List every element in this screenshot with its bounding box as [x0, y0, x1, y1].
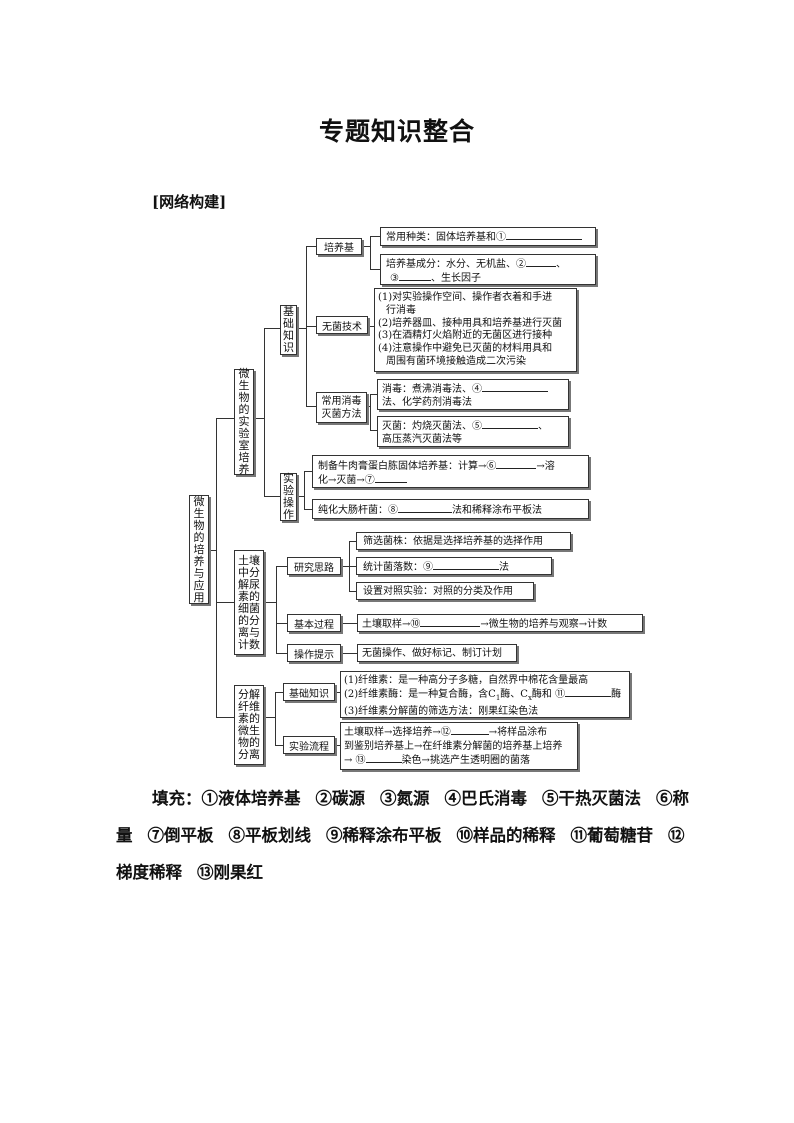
- blank-6: [496, 459, 537, 469]
- node-culture-medium: 培养基: [316, 238, 362, 255]
- culture-types: 常用种类：固体培养基和①: [380, 227, 596, 246]
- answer-item: ⑪葡萄糖苷: [570, 826, 654, 845]
- blank-5: [482, 419, 538, 429]
- blank-10: [420, 617, 481, 627]
- blank-9: [433, 560, 499, 570]
- branch-urea-bacteria: 土壤中分解尿素的细菌的分离与计数: [234, 550, 264, 655]
- screen-box: 筛选菌株：依据是选择培养基的选择作用: [356, 532, 571, 550]
- node-cellulose-basics: 基础知识: [283, 683, 335, 701]
- sterilization-box: 灭菌：灼烧灭菌法、⑤、 高压蒸汽灭菌法等: [377, 416, 569, 447]
- node-op-tips: 操作提示: [287, 644, 341, 662]
- cellulose-basics-box: (1)纤维素：是一种高分子多糖，自然界中棉花含量最高 (2)纤维素酶：是一种复合…: [340, 671, 630, 718]
- process-box: 土壤取样→⑩→微生物的培养与观察→计数: [357, 614, 643, 632]
- node-experiment-flow: 实验流程: [283, 736, 335, 754]
- node-basic-knowledge: 基础知识: [280, 305, 297, 355]
- control-box: 设置对照实验：对照的分类及作用: [356, 582, 534, 600]
- culture-components: 培养基成分：水分、无机盐、②、 ③、生长因子: [380, 254, 596, 285]
- answer-item: ⑫梯度稀释: [116, 826, 685, 882]
- blank-8: [398, 503, 452, 513]
- answer-item: ⑦倒平板: [147, 826, 214, 845]
- root-node: 微生物的培养与应用: [189, 495, 209, 604]
- blank-7: [374, 473, 407, 483]
- blank-13: [365, 753, 402, 764]
- blank-2: [526, 257, 556, 267]
- answer-item: ⑤干热灭菌法: [542, 789, 641, 808]
- node-disinfection-methods: 常用消毒 灭菌方法: [316, 392, 367, 423]
- blank-3: [398, 271, 431, 281]
- node-experiment-ops: 实验操作: [280, 473, 297, 521]
- answer-item: ②碳源: [315, 789, 366, 808]
- node-basic-process: 基本过程: [287, 614, 341, 632]
- answer-item: ④巴氏消毒: [444, 789, 528, 808]
- answer-item: ⑨稀释涂布平板: [326, 826, 442, 845]
- page-title: 专题知识整合: [318, 117, 475, 146]
- branch-cellulose-microbes: 分解纤维素的微生物的分离: [234, 685, 264, 765]
- branch-lab-culture: 微生物的实验室培养: [234, 368, 254, 476]
- answer-item: ③氮源: [380, 789, 430, 808]
- disinfection-box: 消毒：煮沸消毒法、④ 法、化学药剂消毒法: [377, 379, 569, 410]
- blank-1: [506, 230, 582, 240]
- answer-item: ⑥称量: [116, 789, 689, 845]
- blank-12: [450, 725, 489, 735]
- experiment-flow-box: 土壤取样→选择培养→⑫→将样品涂布 到鉴别培养基上→在纤维素分解菌的培养基上培养…: [340, 722, 578, 770]
- answer-item: ⑧平板划线: [228, 826, 312, 845]
- answer-item: ①液体培养基: [201, 789, 301, 808]
- blank-11: [565, 687, 612, 698]
- answer-item: ⑩样品的稀释: [456, 826, 556, 845]
- section-heading: [网络构建]: [152, 193, 227, 211]
- node-research-idea: 研究思路: [287, 557, 341, 575]
- answer-item: ⑬刚果红: [197, 863, 263, 882]
- tips-box: 无菌操作、做好标记、制订计划: [357, 644, 517, 662]
- blank-4: [482, 382, 548, 392]
- prep-medium-box: 制备牛肉膏蛋白胨固体培养基：计算→⑥→溶 化→灭菌→⑦: [312, 455, 589, 488]
- node-aseptic-technique: 无菌技术: [316, 316, 368, 334]
- aseptic-details: (1)对实验操作空间、操作者衣着和手进 行消毒 (2)培养器皿、接种用具和培养基…: [374, 288, 577, 372]
